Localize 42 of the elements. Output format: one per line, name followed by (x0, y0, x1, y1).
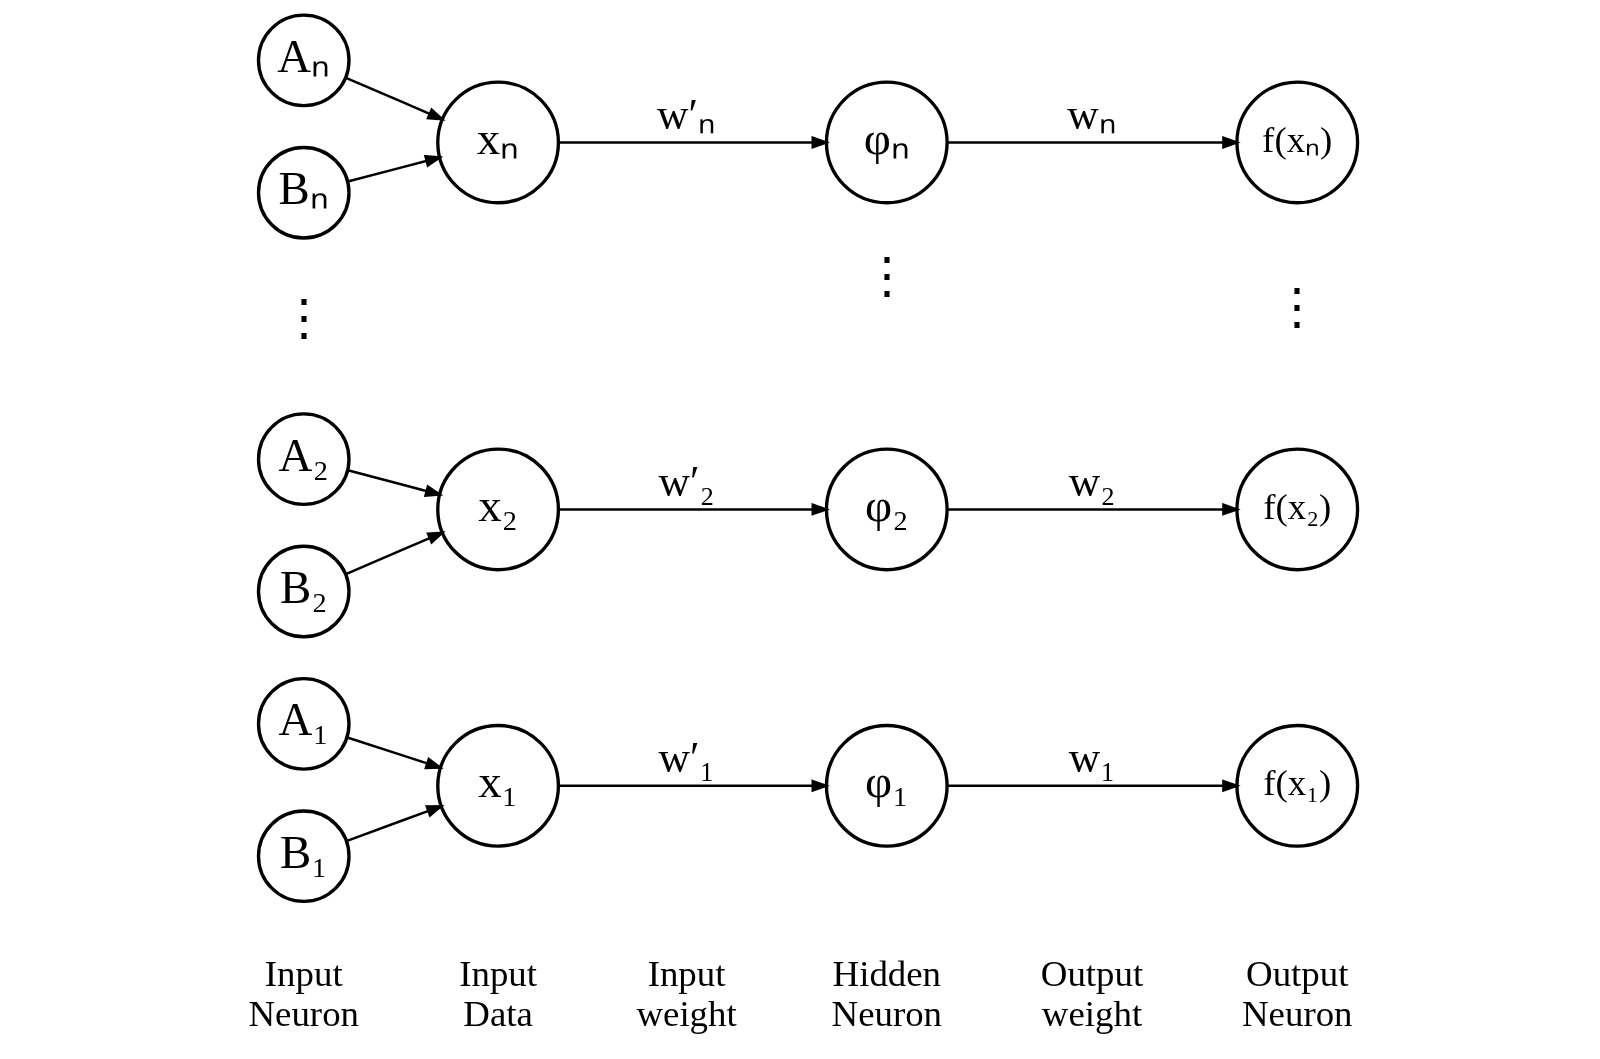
node-circle: Aₙ (256, 13, 351, 108)
label: Hidden Neuron (831, 953, 942, 1035)
edge-label: w′₂ (657, 456, 715, 505)
label: Output weight (1040, 953, 1143, 1035)
label: Output Neuron (1241, 953, 1353, 1035)
arrow (946, 779, 1241, 793)
node-circle: φ₁ (824, 723, 949, 848)
arrow (558, 136, 830, 149)
node-circle: φ₂ (824, 447, 949, 572)
arrow (946, 502, 1241, 516)
arrow (346, 736, 444, 770)
node-circle: A₁ (256, 676, 351, 771)
arrow (558, 502, 830, 516)
edge-label: w₁ (1068, 733, 1115, 782)
label: Input Neuron (247, 953, 359, 1035)
edge-label: w′ₙ (656, 89, 716, 138)
node-circle: f(x₁) (1234, 723, 1359, 848)
arrow (345, 804, 445, 843)
arrow (347, 154, 443, 183)
arrow (344, 531, 446, 576)
arrow (344, 76, 446, 121)
node-circle: xₙ (435, 80, 560, 205)
edge-label: w₂ (1068, 456, 1115, 505)
node-circle: f(x₂) (1234, 447, 1359, 572)
arrow (946, 136, 1241, 149)
node-circle: x₁ (435, 723, 560, 848)
label: ⋮ (278, 289, 329, 346)
node-circle: x₂ (435, 447, 560, 572)
label: Input weight (635, 953, 737, 1035)
edge-label: w′₁ (657, 733, 715, 782)
edge-label: wₙ (1066, 89, 1117, 138)
node-circle: A₂ (256, 412, 351, 507)
label: ⋮ (1271, 277, 1322, 334)
node-circle: B₁ (256, 809, 351, 904)
node-circle: f(xₙ) (1234, 80, 1359, 205)
label: Input Data (458, 953, 537, 1035)
node-circle: B₂ (256, 544, 351, 639)
node-circle: Bₙ (256, 145, 351, 240)
label: ⋮ (861, 247, 912, 304)
arrow (558, 779, 830, 793)
arrow (347, 469, 443, 497)
node-circle: φₙ (824, 80, 949, 205)
